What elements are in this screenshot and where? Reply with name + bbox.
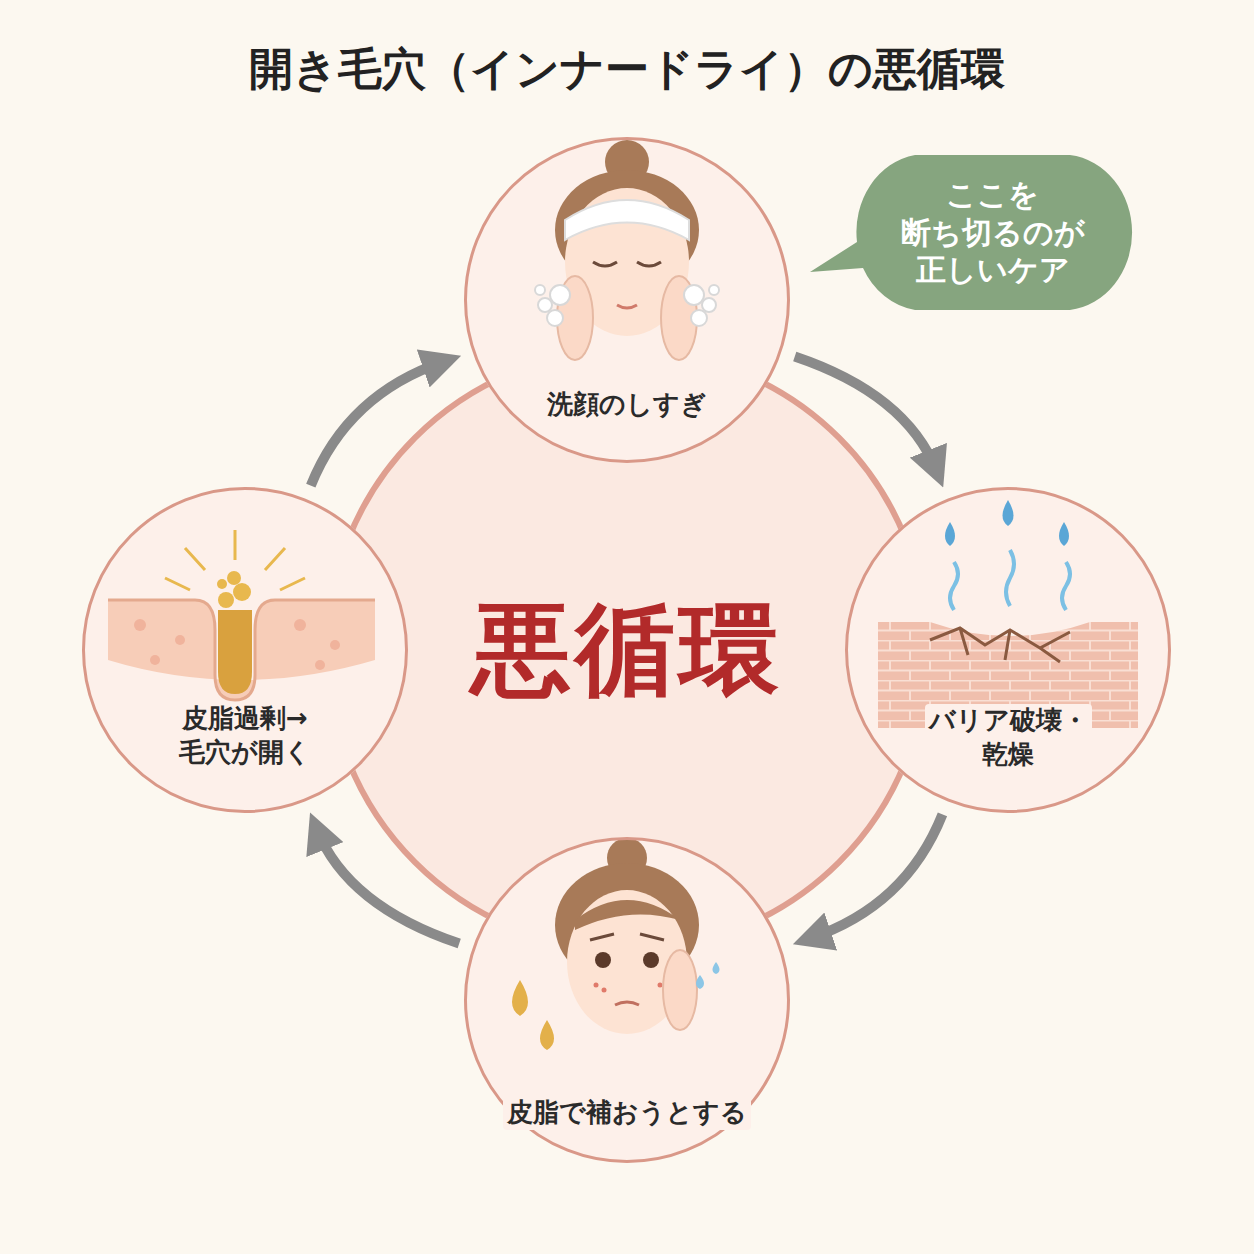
speech-bubble: ここを 断ち切るのが 正しいケア	[845, 150, 1140, 315]
cycle-arrow	[311, 361, 444, 485]
step-circle: バリア破壊・乾燥	[845, 487, 1171, 813]
center-circle: 悪循環	[327, 350, 927, 950]
diagram-title: 開き毛穴（インナードライ）の悪循環	[0, 40, 1254, 99]
node-label: ここを 断ち切るのが 正しいケア	[901, 176, 1085, 289]
cycle-arrow	[810, 814, 943, 938]
circle-fills	[82, 137, 1171, 1163]
cycle-arrow	[317, 829, 459, 943]
step-circle: 皮脂で補おうとする	[464, 837, 790, 1163]
pore-section	[108, 530, 375, 700]
step-circle: 洗顔のしすぎ	[464, 137, 790, 463]
center-label: 悪循環	[471, 585, 783, 715]
step-circle: 皮脂過剰→ 毛穴が開く	[82, 487, 408, 813]
node-label: 皮脂過剰→ 毛穴が開く	[175, 702, 315, 770]
node-label: バリア破壊・乾燥	[925, 704, 1092, 772]
worried-face	[512, 838, 720, 1050]
node-label: 皮脂で補おうとする	[503, 1096, 751, 1130]
node-label: 洗顔のしすぎ	[543, 388, 711, 422]
barrier-bricks	[878, 500, 1138, 728]
cycle-arrow	[795, 356, 937, 470]
washing-face	[535, 140, 719, 360]
